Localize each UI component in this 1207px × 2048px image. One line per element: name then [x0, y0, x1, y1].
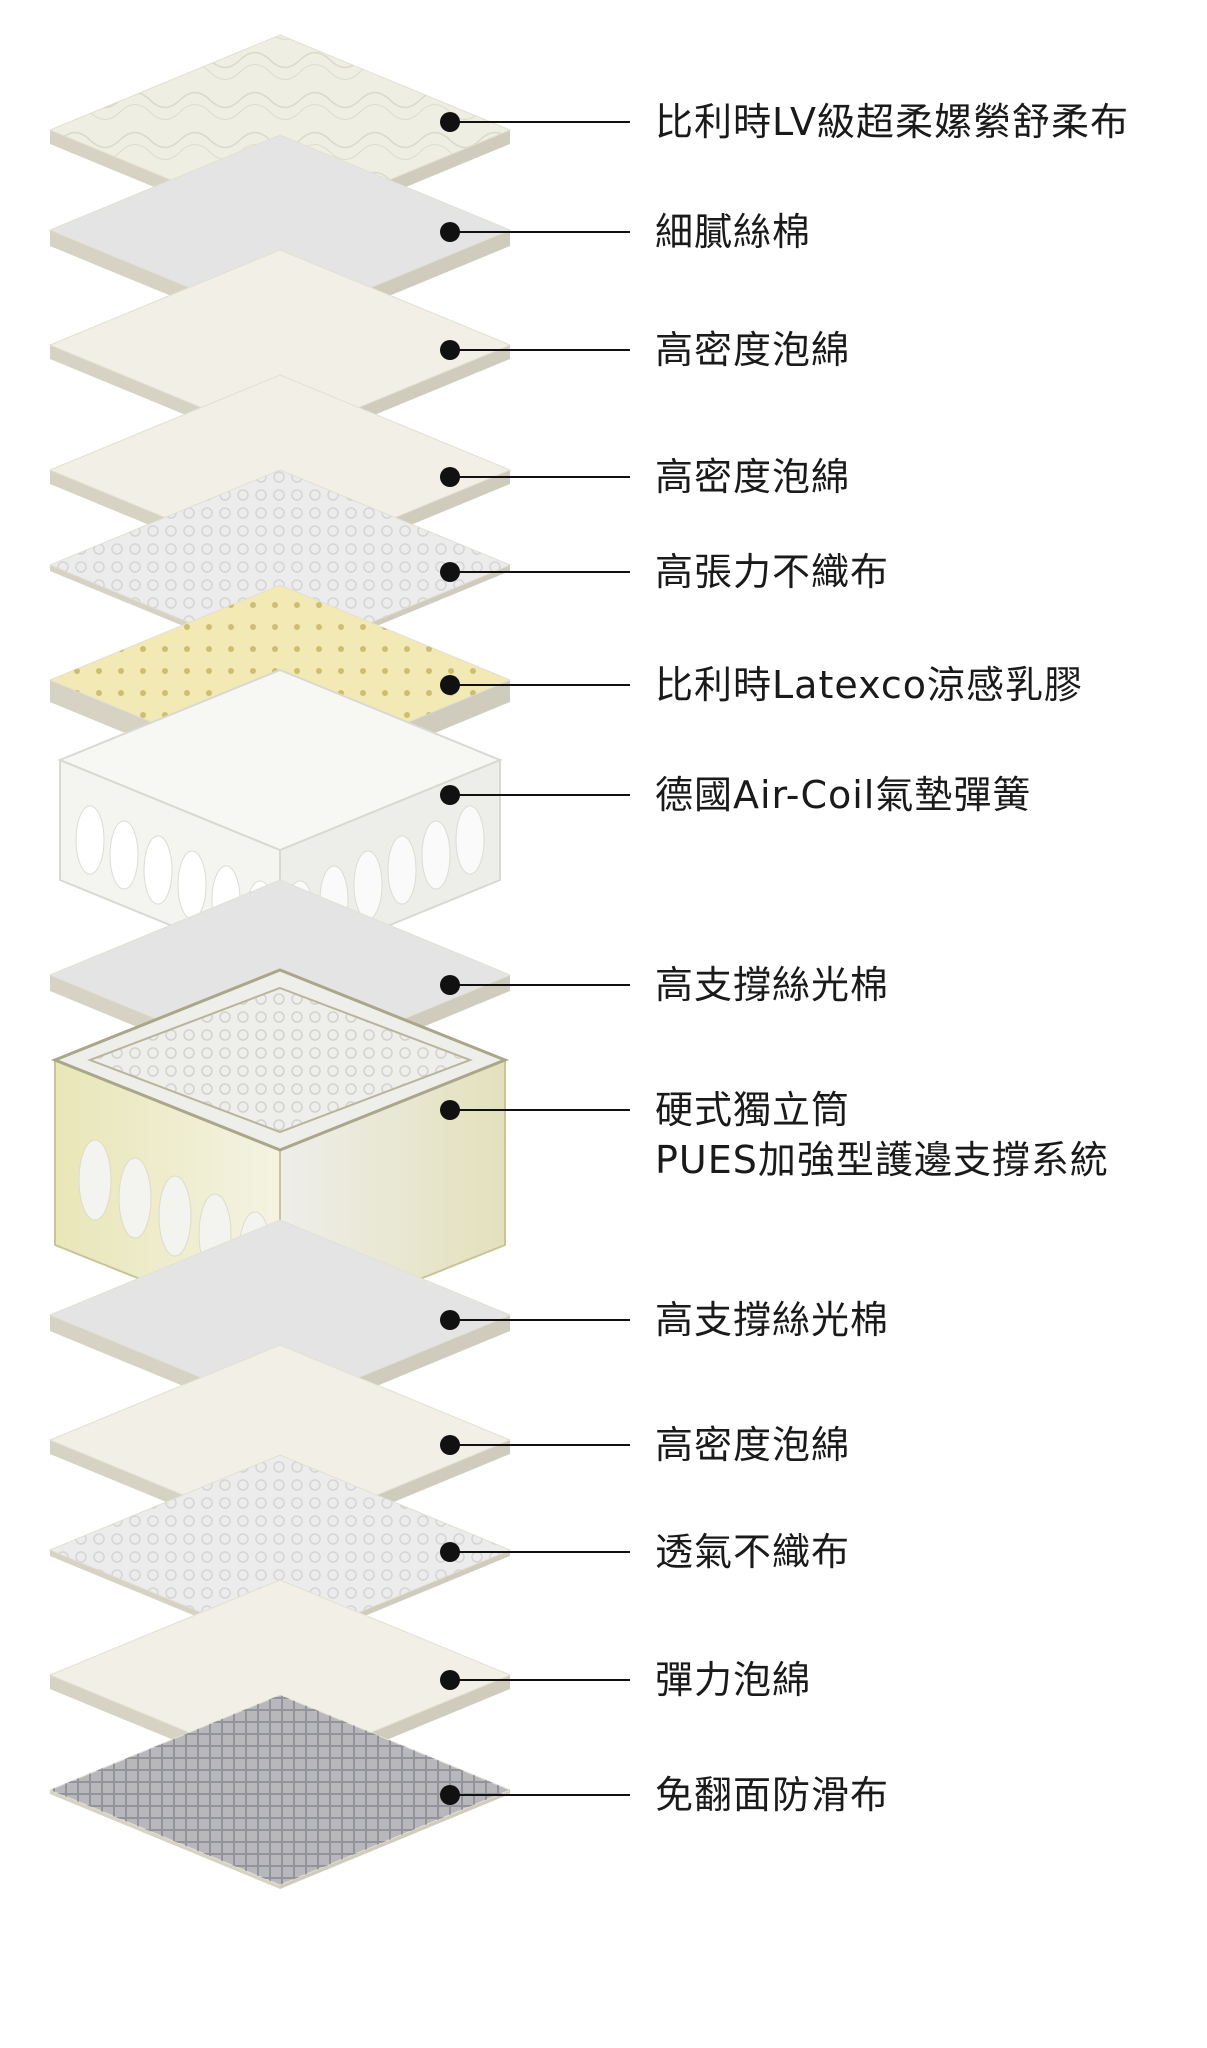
layer-air-coil-top	[57, 668, 503, 852]
layer-top-fabric-texture	[50, 35, 510, 225]
layer-anti-slip-left-edge	[50, 1790, 280, 1889]
layer-air-coil-coil	[455, 805, 485, 875]
layer-air-coil-coil	[75, 805, 105, 875]
layer-label-anti-slip: 免翻面防滑布	[655, 1773, 889, 1817]
layer-label-fine-fiber: 細膩絲棉	[655, 210, 811, 254]
layer-label-support-fiber-1: 高支撐絲光棉	[655, 963, 889, 1007]
layer-label-support-fiber-2: 高支撐絲光棉	[655, 1298, 889, 1342]
layer-label-latex: 比利時Latexco涼感乳膠	[655, 663, 1083, 707]
layer-air-coil-coil	[353, 850, 383, 920]
layer-fine-fiber	[48, 134, 512, 341]
layer-air-coil-coil	[177, 850, 207, 920]
layer-label-top-fabric: 比利時LV級超柔嫘縈舒柔布	[655, 100, 1129, 144]
layer-label-elastic-foam: 彈力泡綿	[655, 1658, 811, 1702]
layer-label-nonwoven-1: 高張力不織布	[655, 550, 889, 594]
labels-group: 比利時LV級超柔嫘縈舒柔布細膩絲棉高密度泡綿高密度泡綿高張力不織布比利時Late…	[440, 100, 1129, 1817]
layer-label-air-coil: 德國Air-Coil氣墊彈簧	[655, 773, 1031, 817]
layer-label-hd-foam-3: 高密度泡綿	[655, 1423, 850, 1467]
layer-air-coil-coil	[143, 835, 173, 905]
layer-pocket-spring-coil	[78, 1139, 112, 1221]
layer-label-hd-foam-1: 高密度泡綿	[655, 328, 850, 372]
layer-support-fiber-2	[48, 1219, 512, 1426]
layer-air-coil-coil	[109, 820, 139, 890]
layer-anti-slip-right-edge	[280, 1790, 510, 1889]
layer-label-breathable-nonwoven: 透氣不織布	[655, 1530, 850, 1574]
layer-anti-slip-texture	[50, 1695, 510, 1885]
layer-label-hd-foam-2: 高密度泡綿	[655, 455, 850, 499]
layer-nonwoven-1	[48, 469, 512, 666]
layer-pocket-spring-coil	[158, 1175, 192, 1257]
layer-label-pocket-spring-1: 硬式獨立筒	[655, 1088, 850, 1132]
layer-label-pocket-spring-2: PUES加強型護邊支撐系統	[655, 1138, 1109, 1182]
layer-air-coil-coil	[387, 835, 417, 905]
layer-pocket-spring-coil	[118, 1157, 152, 1239]
layer-nonwoven-1-texture	[50, 470, 510, 660]
layer-anti-slip	[48, 1694, 512, 1889]
layer-pocket-spring-springs-top	[87, 986, 473, 1134]
layers-group	[48, 34, 512, 1889]
layer-air-coil	[57, 668, 503, 972]
layer-breathable-nonwoven-texture	[50, 1455, 510, 1645]
layer-air-coil-coil	[421, 820, 451, 890]
